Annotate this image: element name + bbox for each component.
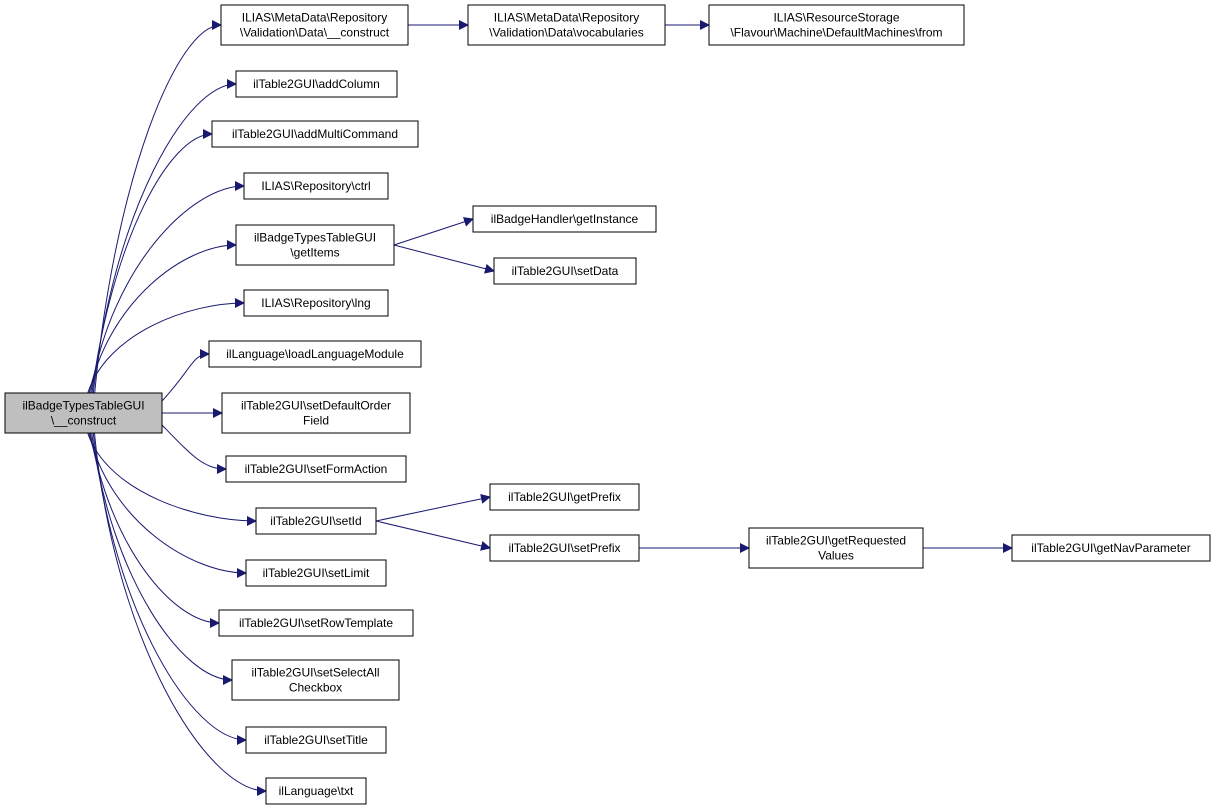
node-md_vocab[interactable]: ILIAS\MetaData\Repository\Validation\Dat…	[467, 4, 666, 46]
node-box-getNavParameter	[1011, 534, 1211, 562]
node-box-setRowTemplate	[218, 609, 414, 637]
node-box-lng	[243, 289, 389, 317]
node-setId[interactable]: ilTable2GUI\setId	[255, 507, 377, 535]
node-label-setTitle-line-0: ilTable2GUI\setTitle	[264, 733, 368, 747]
node-label-rs_from-line-1: \Flavour\Machine\DefaultMachines\from	[730, 26, 942, 40]
edge-root-to-addMultiCommand	[91, 129, 213, 394]
node-setTitle[interactable]: ilTable2GUI\setTitle	[245, 726, 387, 754]
node-box-getRequestedValues	[748, 527, 924, 569]
node-label-root-line-0: ilBadgeTypesTableGUI	[22, 399, 144, 413]
node-label-getInstance-line-0: ilBadgeHandler\getInstance	[491, 212, 639, 226]
node-box-getItems	[235, 224, 395, 266]
node-box-md_construct	[220, 4, 409, 46]
node-label-rs_from-line-0: ILIAS\ResourceStorage	[773, 11, 899, 25]
node-label-lng-line-0: ILIAS\Repository\lng	[261, 296, 370, 310]
node-box-ctrl	[243, 172, 389, 200]
edge-root-to-getItems	[88, 240, 237, 394]
node-setPrefix[interactable]: ilTable2GUI\setPrefix	[489, 534, 640, 562]
node-label-md_vocab-line-1: \Validation\Data\vocabularies	[489, 26, 644, 40]
node-label-addMultiCommand-line-0: ilTable2GUI\addMultiCommand	[232, 127, 398, 141]
node-label-loadLanguageModule-line-0: ilLanguage\loadLanguageModule	[226, 347, 404, 361]
node-label-root-line-1: \__construct	[51, 414, 117, 428]
node-label-setDefaultOrderField-line-1: Field	[303, 414, 329, 428]
node-box-setTitle	[245, 726, 387, 754]
node-setData[interactable]: ilTable2GUI\setData	[493, 257, 637, 285]
node-label-setSelectAllCheckbox-line-0: ilTable2GUI\setSelectAll	[251, 666, 379, 680]
node-label-txt-line-0: ilLanguage\txt	[279, 784, 354, 798]
function-nodes: ilBadgeTypesTableGUI\__constructILIAS\Me…	[4, 4, 1211, 805]
node-getItems[interactable]: ilBadgeTypesTableGUI\getItems	[235, 224, 395, 266]
node-label-addColumn-line-0: ilTable2GUI\addColumn	[253, 77, 380, 91]
node-label-getPrefix-line-0: ilTable2GUI\getPrefix	[508, 490, 621, 504]
node-addColumn[interactable]: ilTable2GUI\addColumn	[235, 70, 398, 98]
node-label-getNavParameter-line-0: ilTable2GUI\getNavParameter	[1031, 541, 1190, 555]
node-label-setLimit-line-0: ilTable2GUI\setLimit	[263, 566, 370, 580]
edge-root-to-setTitle	[92, 432, 247, 745]
node-label-setData-line-0: ilTable2GUI\setData	[512, 264, 619, 278]
node-box-setId	[255, 507, 377, 535]
node-lng[interactable]: ILIAS\Repository\lng	[243, 289, 389, 317]
node-box-setSelectAllCheckbox	[231, 659, 400, 701]
edge-root-to-setId	[87, 432, 257, 526]
edge-root-to-lng	[87, 298, 245, 394]
node-label-setDefaultOrderField-line-0: ilTable2GUI\setDefaultOrder	[241, 399, 391, 413]
node-box-getPrefix	[489, 483, 640, 511]
node-setRowTemplate[interactable]: ilTable2GUI\setRowTemplate	[218, 609, 414, 637]
node-label-getItems-line-0: ilBadgeTypesTableGUI	[254, 231, 376, 245]
node-ctrl[interactable]: ILIAS\Repository\ctrl	[243, 172, 389, 200]
node-box-setPrefix	[489, 534, 640, 562]
edge-setId-to-getPrefix	[375, 493, 491, 522]
edge-root-to-txt	[93, 432, 267, 796]
node-txt[interactable]: ilLanguage\txt	[265, 777, 367, 805]
node-setLimit[interactable]: ilTable2GUI\setLimit	[245, 559, 387, 587]
node-label-md_construct-line-0: ILIAS\MetaData\Repository	[242, 11, 387, 25]
node-loadLanguageModule[interactable]: ilLanguage\loadLanguageModule	[208, 340, 422, 368]
node-getPrefix[interactable]: ilTable2GUI\getPrefix	[489, 483, 640, 511]
node-label-setFormAction-line-0: ilTable2GUI\setFormAction	[245, 462, 388, 476]
edge-root-to-setSelectAllCheckbox	[91, 432, 233, 685]
node-label-ctrl-line-0: ILIAS\Repository\ctrl	[261, 179, 370, 193]
edge-root-to-setFormAction	[161, 424, 227, 474]
node-box-rs_from	[708, 4, 965, 46]
node-box-txt	[265, 777, 367, 805]
node-box-root	[4, 392, 163, 434]
node-addMultiCommand[interactable]: ilTable2GUI\addMultiCommand	[211, 120, 419, 148]
node-label-getItems-line-1: \getItems	[290, 246, 339, 260]
node-label-setRowTemplate-line-0: ilTable2GUI\setRowTemplate	[239, 616, 393, 630]
node-getInstance[interactable]: ilBadgeHandler\getInstance	[472, 205, 657, 233]
node-box-addColumn	[235, 70, 398, 98]
node-box-setLimit	[245, 559, 387, 587]
node-box-loadLanguageModule	[208, 340, 422, 368]
node-setFormAction[interactable]: ilTable2GUI\setFormAction	[225, 455, 407, 483]
node-box-setData	[493, 257, 637, 285]
node-getNavParameter[interactable]: ilTable2GUI\getNavParameter	[1011, 534, 1211, 562]
edge-root-to-ctrl	[90, 181, 245, 394]
node-box-md_vocab	[467, 4, 666, 46]
call-edges	[87, 20, 1013, 796]
edge-getItems-to-getInstance	[393, 217, 474, 246]
node-label-getRequestedValues-line-0: ilTable2GUI\getRequested	[766, 534, 906, 548]
node-box-setFormAction	[225, 455, 407, 483]
edge-setId-to-setPrefix	[375, 520, 491, 551]
edge-getItems-to-setData	[393, 244, 495, 274]
node-label-setSelectAllCheckbox-line-1: Checkbox	[289, 681, 342, 695]
node-box-setDefaultOrderField	[221, 392, 411, 434]
node-label-setId-line-0: ilTable2GUI\setId	[270, 514, 361, 528]
edge-root-to-setLimit	[88, 432, 247, 578]
edge-root-to-md_construct	[94, 20, 222, 394]
node-rs_from[interactable]: ILIAS\ResourceStorage\Flavour\Machine\De…	[708, 4, 965, 46]
edge-root-to-loadLanguageModule	[161, 349, 210, 402]
node-box-getInstance	[472, 205, 657, 233]
node-label-setPrefix-line-0: ilTable2GUI\setPrefix	[508, 541, 620, 555]
node-label-getRequestedValues-line-1: Values	[818, 549, 854, 563]
node-label-md_vocab-line-0: ILIAS\MetaData\Repository	[494, 11, 639, 25]
node-md_construct[interactable]: ILIAS\MetaData\Repository\Validation\Dat…	[220, 4, 409, 46]
node-label-md_construct-line-1: \Validation\Data\__construct	[240, 26, 390, 40]
node-box-addMultiCommand	[211, 120, 419, 148]
node-root[interactable]: ilBadgeTypesTableGUI\__construct	[4, 392, 163, 434]
